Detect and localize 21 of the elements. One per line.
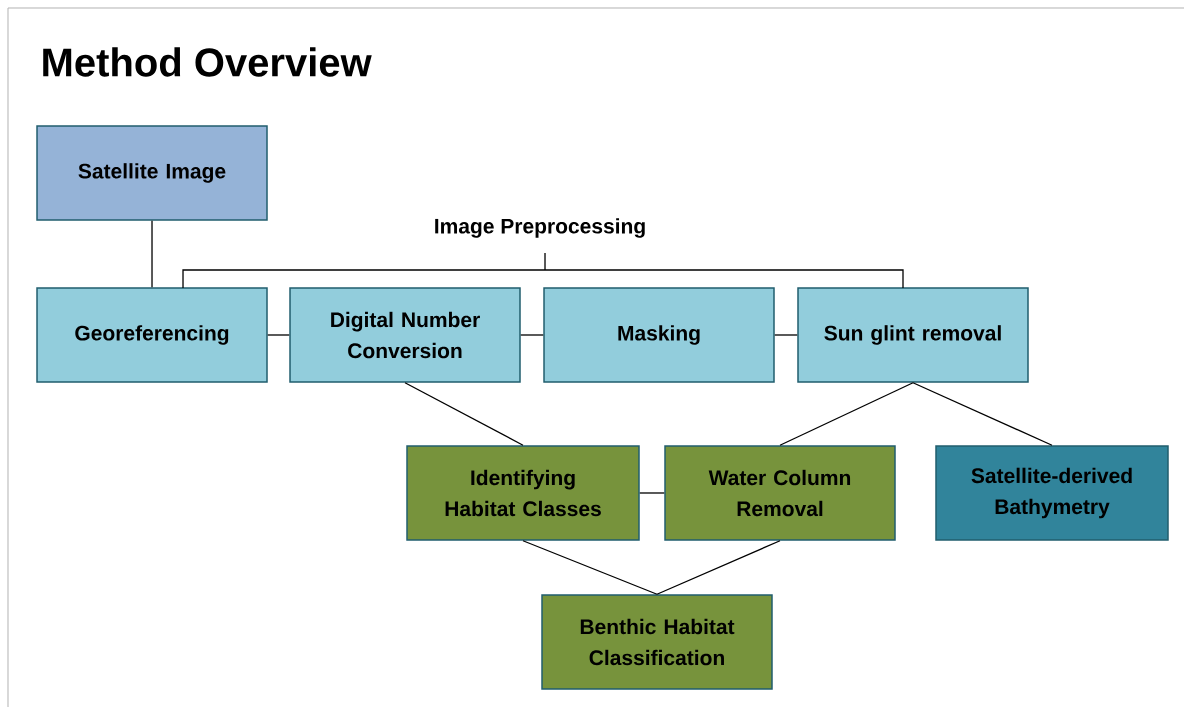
connector-line — [520, 334, 544, 336]
connector-line — [656, 540, 781, 595]
process-box: Identifying Habitat Classes — [406, 445, 640, 541]
process-box: Satellite Image — [36, 125, 268, 221]
group-label: Image Preprocessing — [435, 218, 645, 238]
connector-line — [639, 492, 665, 494]
connector-line — [912, 382, 1053, 446]
connector-line — [774, 334, 798, 336]
connector-line — [267, 334, 290, 336]
process-box: Georeferencing — [36, 287, 268, 383]
connector-line — [151, 220, 153, 288]
connector-line — [779, 382, 914, 446]
process-box: Digital Number Conversion — [289, 287, 521, 383]
connector-line — [404, 382, 524, 446]
connector-line — [522, 540, 658, 595]
process-box: Benthic Habitat Classification — [541, 594, 773, 690]
process-box: Sun glint removal — [797, 287, 1029, 383]
title: Method Overview — [43, 47, 372, 77]
process-box: Satellite-derived Bathymetry — [935, 445, 1169, 541]
process-box: Masking — [543, 287, 775, 383]
process-box: Water Column Removal — [664, 445, 896, 541]
